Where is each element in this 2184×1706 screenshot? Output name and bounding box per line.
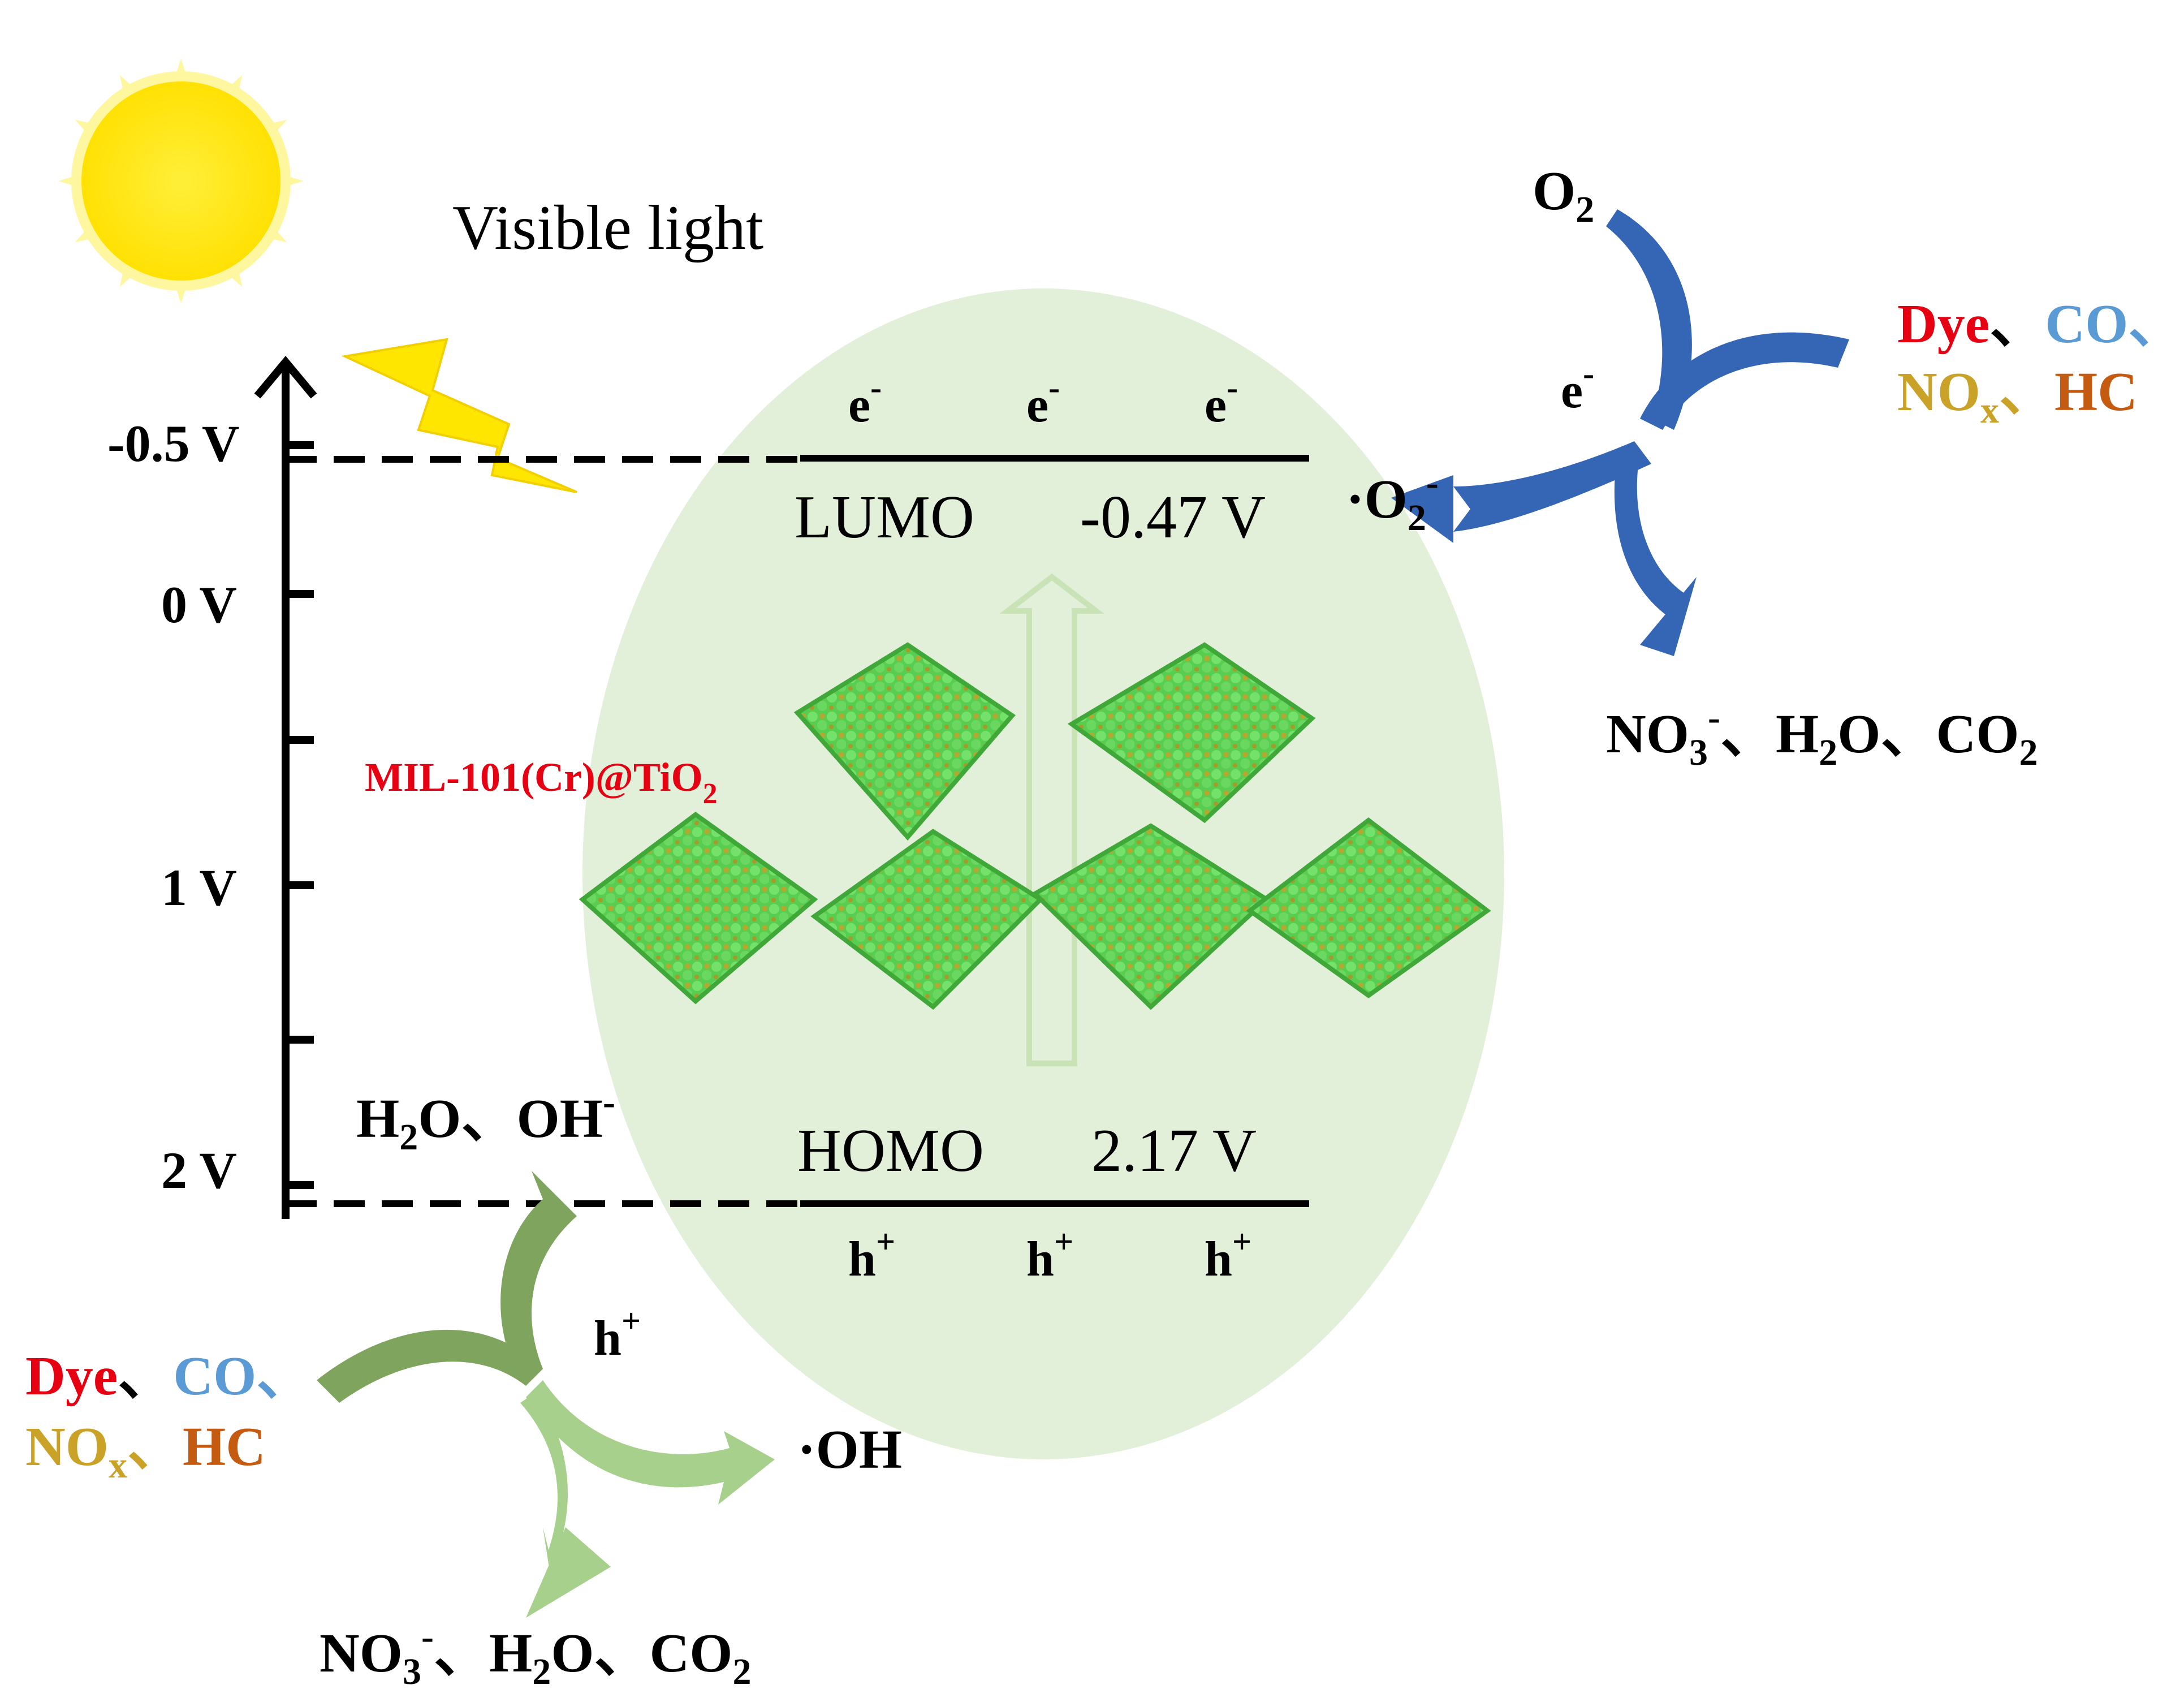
- curved-arrow-icon: [317, 1329, 543, 1403]
- curved-arrow-icon: [500, 1171, 577, 1380]
- arrow-head-icon: [1391, 475, 1453, 543]
- tick-label-neg05: -0.5 V: [107, 415, 239, 472]
- octahedron-crystal: [793, 642, 1016, 841]
- left-hole-label: h+: [594, 1302, 641, 1366]
- hole-label: h+: [1026, 1223, 1073, 1287]
- electron-row: e- e- e-: [848, 369, 1238, 433]
- electron-label: e-: [1026, 369, 1060, 433]
- hole-label: h+: [1205, 1223, 1251, 1287]
- octahedron-crystal: [810, 829, 1044, 1010]
- octahedron-crystal: [1067, 642, 1316, 824]
- lumo-potential: -0.47 V: [1080, 484, 1266, 551]
- curved-arrow-icon: [520, 1391, 577, 1601]
- superoxide-radical: ·O2-: [1346, 462, 1439, 538]
- reduction-cycle-arrows: [1391, 209, 1849, 656]
- sun-icon: [58, 58, 304, 304]
- octahedron-crystal: [579, 812, 818, 1005]
- right-pollutants-line1: Dye、CO、: [1897, 294, 2183, 355]
- right-pollutants-line2: NOx、HC: [1897, 361, 2138, 431]
- left-pollutants-line1: Dye、CO、: [25, 1346, 312, 1407]
- hydroxyl-radical: ·OH: [797, 1419, 902, 1480]
- curved-arrow-icon: [1453, 441, 1651, 532]
- material-label: MIL-101(Cr)@TiO2: [365, 755, 718, 810]
- arrow-head-icon: [526, 1527, 611, 1618]
- curved-arrow-icon: [526, 1380, 775, 1505]
- lumo-label: LUMO: [795, 484, 974, 551]
- left-pollutants-line2: NOx、HC: [25, 1416, 266, 1486]
- electron-label: e-: [1205, 369, 1238, 433]
- mof-crystal-cluster: [579, 642, 1491, 1010]
- curved-arrow-icon: [1640, 332, 1849, 430]
- excitation-arrow-icon: [999, 573, 1104, 1066]
- visible-light-title: Visible light: [452, 193, 763, 263]
- energy-axis: [254, 356, 317, 1219]
- left-products: NO3-、H2O、CO2: [320, 1616, 751, 1692]
- tick-label-0: 0 V: [161, 576, 237, 634]
- homo-label: HOMO: [797, 1117, 984, 1184]
- octahedron-crystal: [1246, 817, 1491, 998]
- curved-arrow-icon: [1614, 453, 1685, 617]
- right-products: NO3-、H2O、CO2: [1606, 697, 2038, 773]
- oxygen-reactant: O2: [1533, 161, 1594, 230]
- homo-potential: 2.17 V: [1091, 1117, 1257, 1184]
- arrow-head-icon: [1640, 577, 1697, 656]
- catalyst-ellipse: [582, 288, 1504, 1459]
- hole-row: h+ h+ h+: [848, 1223, 1251, 1287]
- lightning-bolt-icon: [341, 338, 577, 493]
- tick-label-1: 1 V: [161, 859, 237, 916]
- octahedron-crystal: [1031, 823, 1271, 1010]
- electron-label: e-: [848, 369, 882, 433]
- tick-label-2: 2 V: [161, 1141, 237, 1199]
- water-hydroxide-reactants: H2O、OH-: [356, 1082, 615, 1158]
- curved-arrow-icon: [1606, 209, 1692, 430]
- hole-label: h+: [848, 1223, 895, 1287]
- right-electron-label: e-: [1561, 355, 1594, 419]
- oxidation-cycle-arrows: [317, 1171, 775, 1618]
